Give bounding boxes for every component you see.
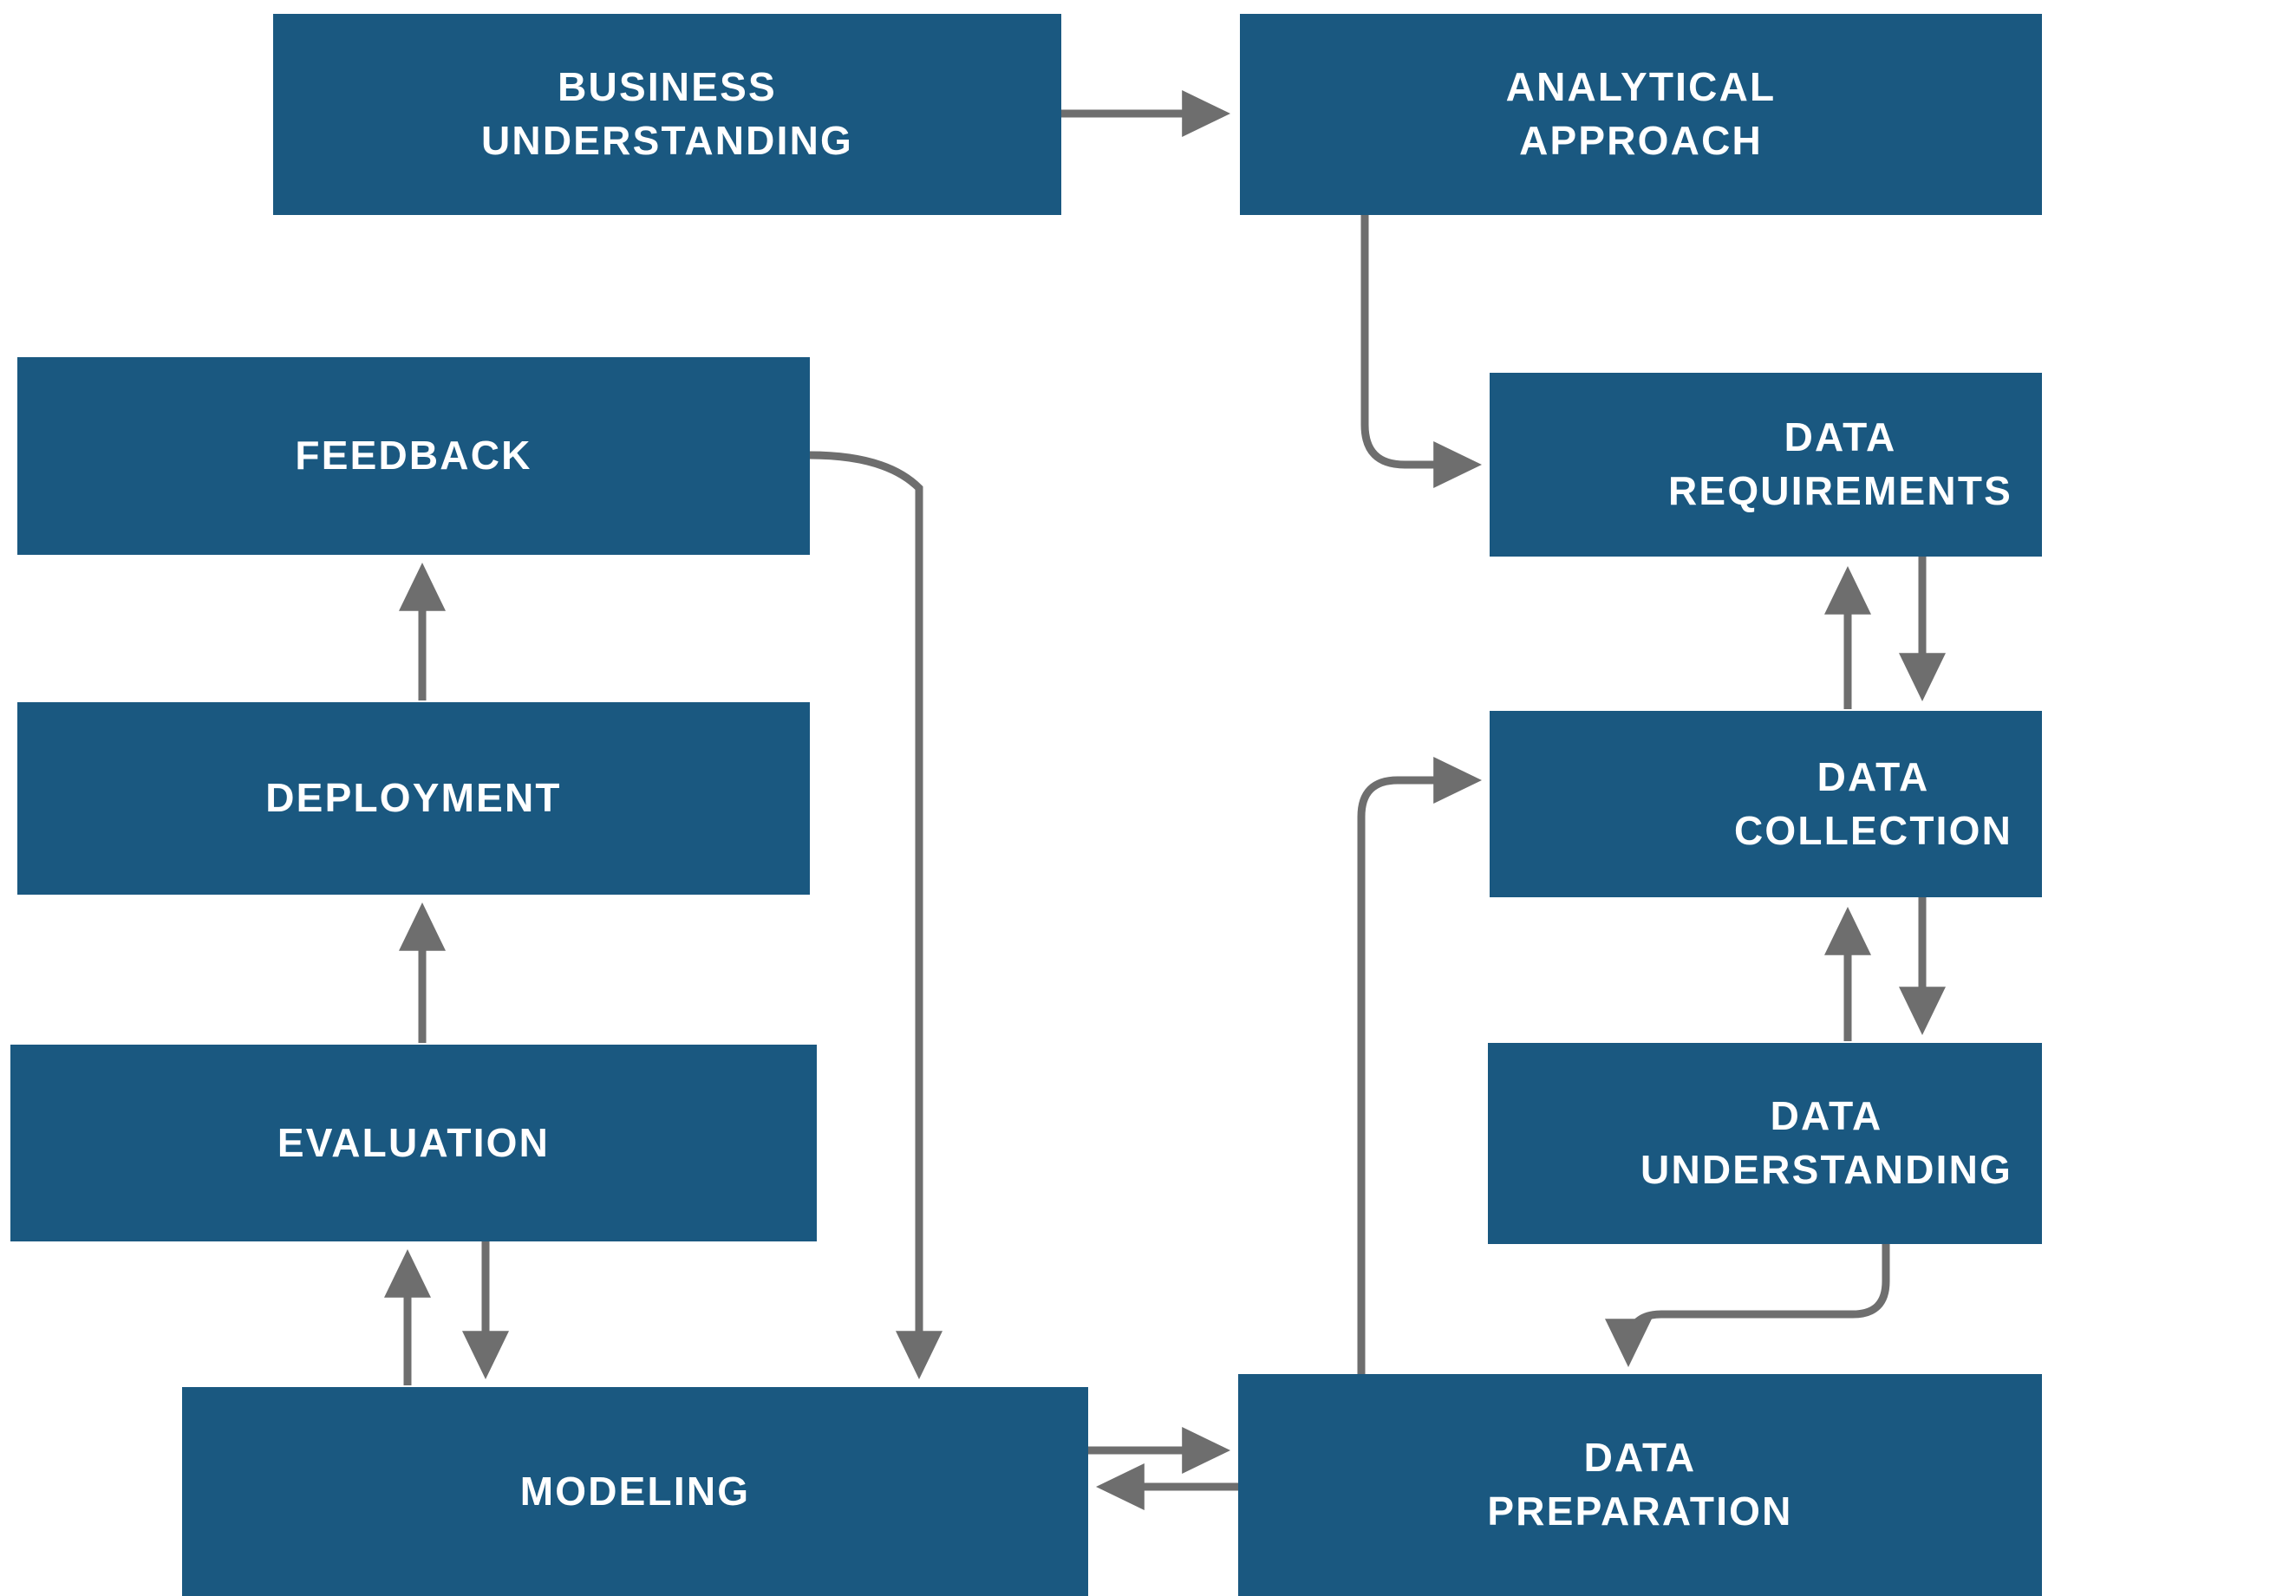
- node-label-data-understanding: DATA UNDERSTANDING: [1640, 1093, 2012, 1192]
- node-label-evaluation: EVALUATION: [277, 1119, 551, 1165]
- node-modeling[interactable]: MODELING: [182, 1387, 1088, 1596]
- edge-data-preparation-to-data-collection: [1357, 757, 1483, 1374]
- node-data-understanding[interactable]: DATA UNDERSTANDING: [1488, 1043, 2042, 1244]
- node-label-data-requirements: DATA REQUIREMENTS: [1668, 414, 2012, 513]
- node-data-requirements[interactable]: DATA REQUIREMENTS: [1490, 373, 2042, 557]
- node-data-collection[interactable]: DATA COLLECTION: [1490, 711, 2042, 897]
- node-label-deployment: DEPLOYMENT: [265, 775, 562, 821]
- node-label-modeling: MODELING: [519, 1468, 751, 1514]
- node-label-analytical-approach: ANALYTICAL APPROACH: [1505, 64, 1777, 163]
- edge-data-understanding-to-data-preparation: [1605, 1244, 1890, 1368]
- node-evaluation[interactable]: EVALUATION: [10, 1045, 817, 1241]
- node-label-feedback: FEEDBACK: [295, 433, 532, 479]
- node-label-data-collection: DATA COLLECTION: [1734, 753, 2012, 853]
- node-label-data-preparation: DATA PREPARATION: [1487, 1435, 1793, 1534]
- edge-analytical-approach-to-data-requirements: [1360, 215, 1483, 488]
- node-deployment[interactable]: DEPLOYMENT: [17, 702, 810, 895]
- edge-feedback-to-modeling: [809, 451, 943, 1380]
- node-analytical-approach[interactable]: ANALYTICAL APPROACH: [1240, 14, 2042, 215]
- node-label-business-understanding: BUSINESS UNDERSTANDING: [481, 64, 853, 163]
- node-data-preparation[interactable]: DATA PREPARATION: [1238, 1374, 2042, 1596]
- node-feedback[interactable]: FEEDBACK: [17, 357, 810, 555]
- node-business-understanding[interactable]: BUSINESS UNDERSTANDING: [273, 14, 1061, 215]
